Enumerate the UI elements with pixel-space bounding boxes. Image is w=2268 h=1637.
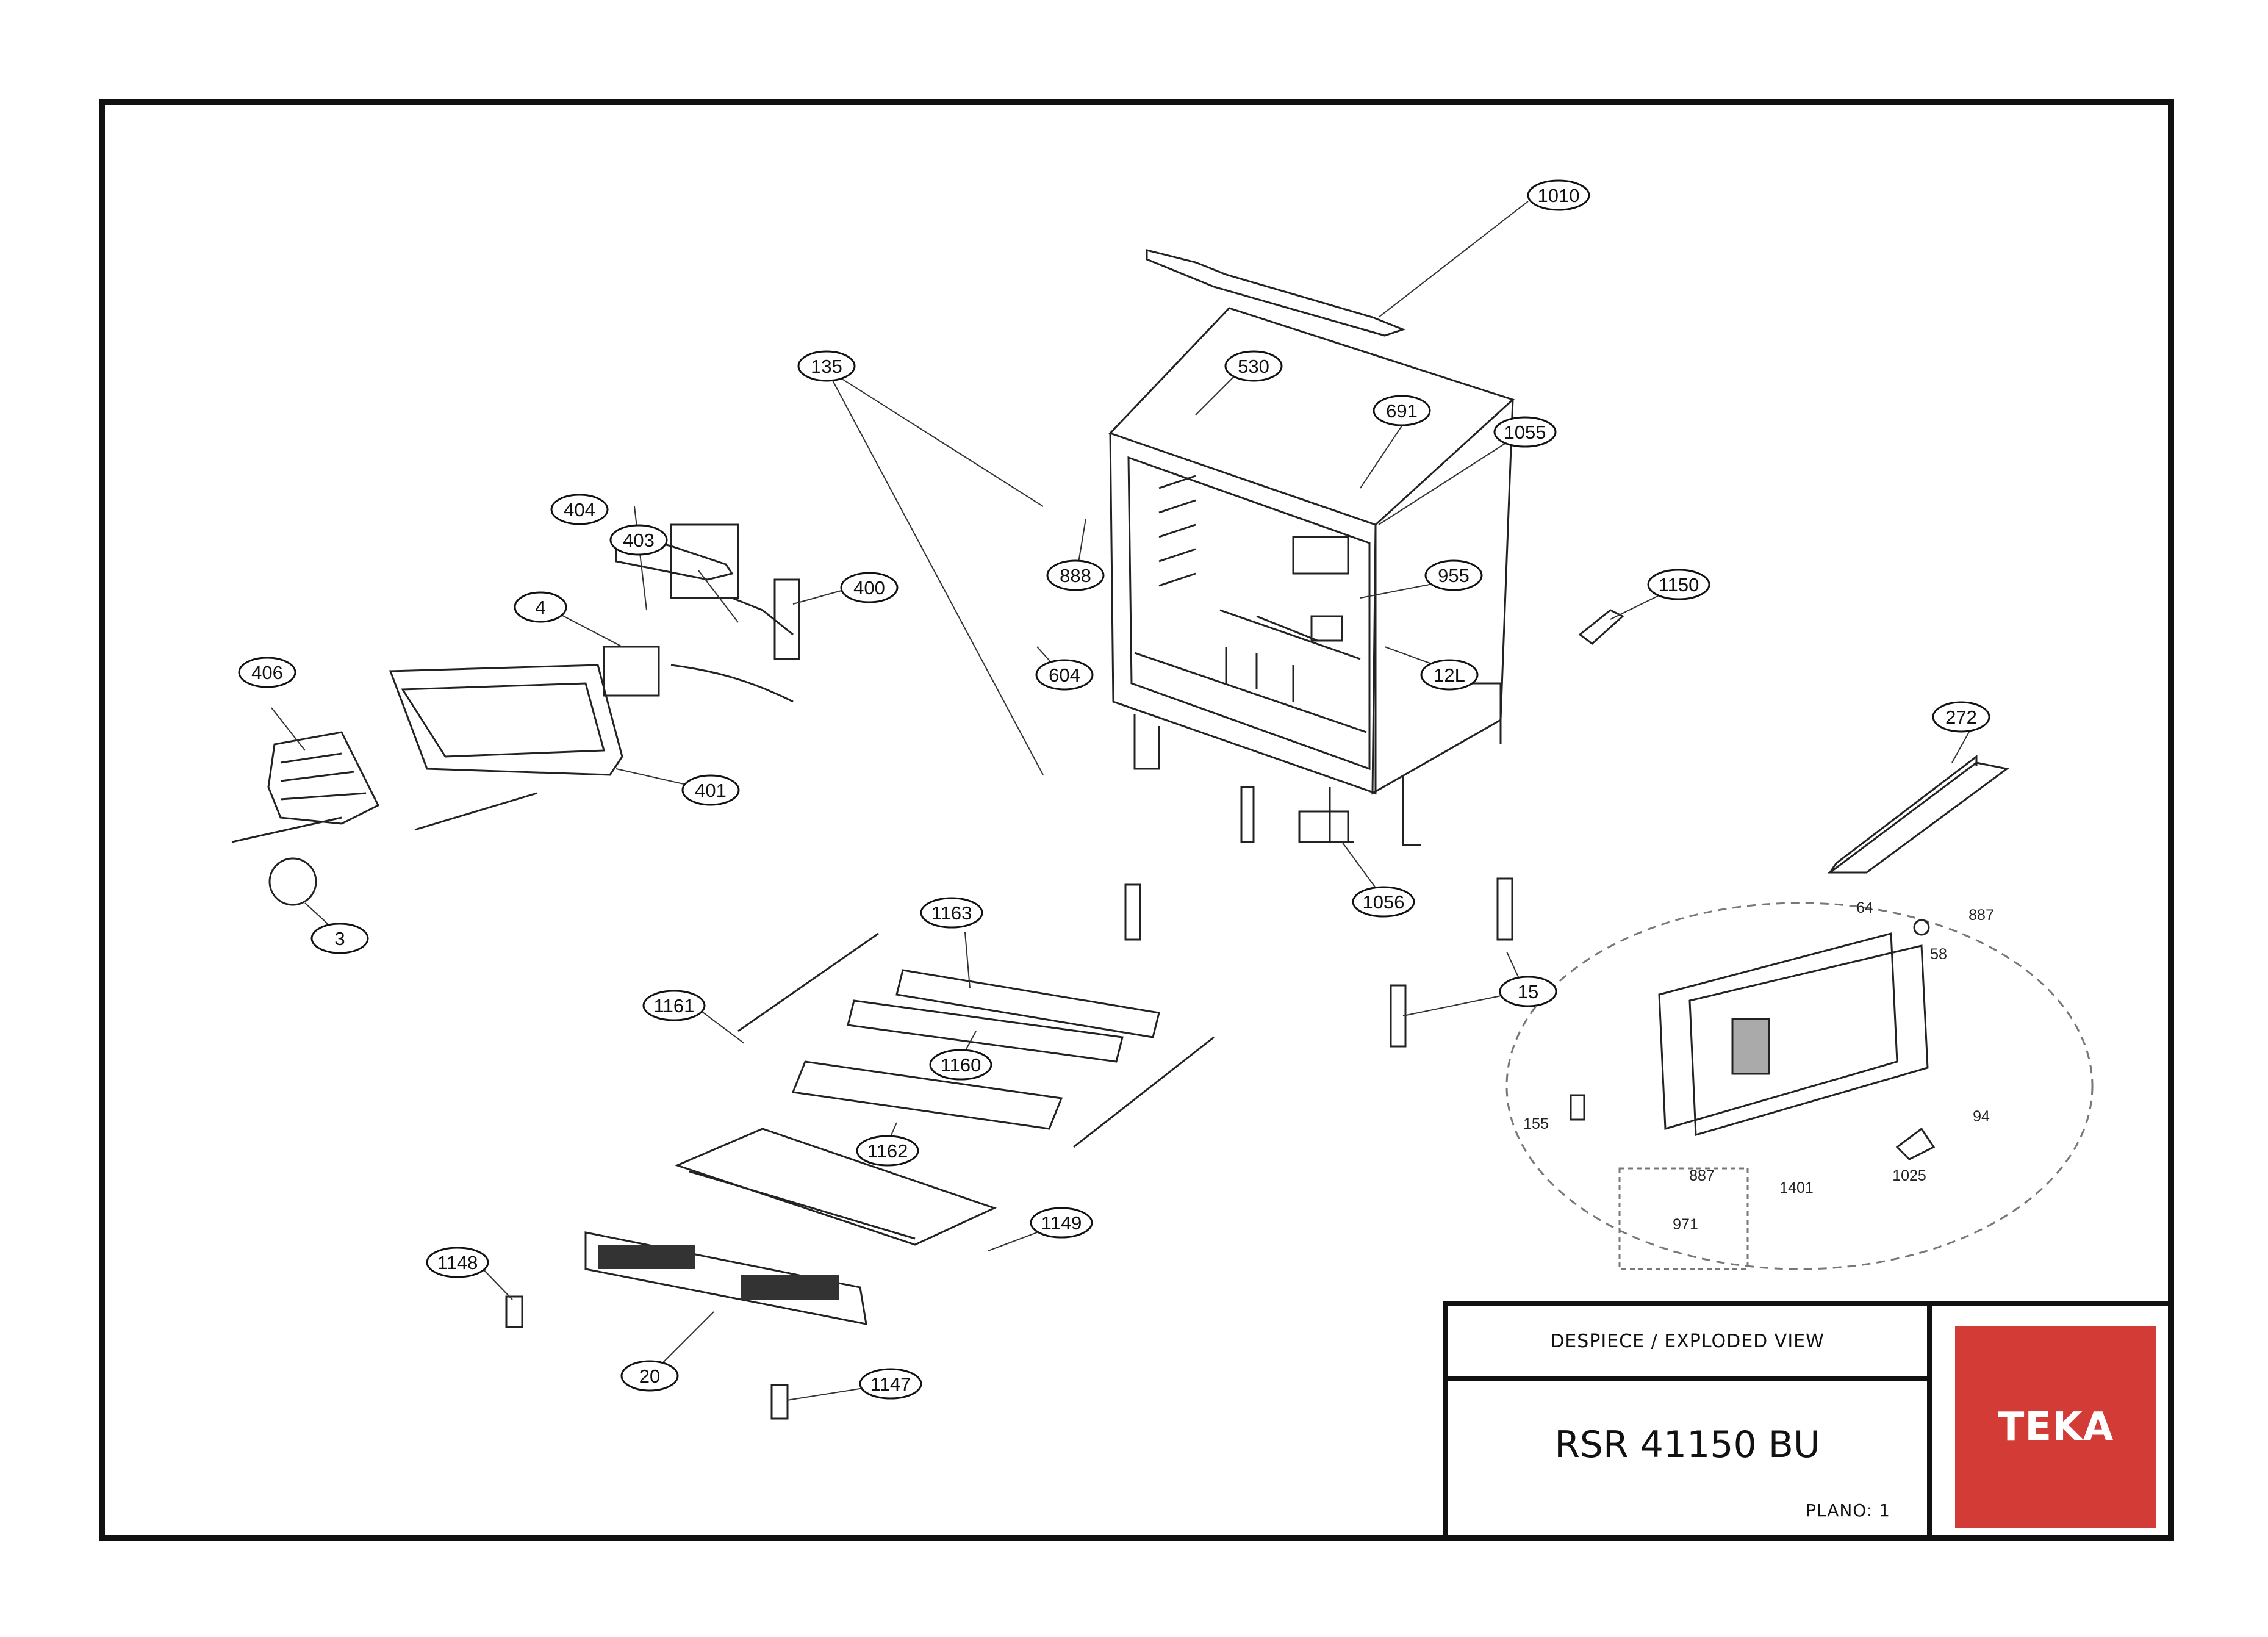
callout-604: 604 [1049, 664, 1080, 686]
model-number: RSR 41150 BU [1554, 1423, 1820, 1466]
callout-135: 135 [811, 356, 842, 377]
detail-labels: 64 887 58 155 94 1025 887 1401 971 [1523, 899, 1994, 1233]
callout-1148: 1148 [437, 1252, 478, 1273]
detail-label-1401: 1401 [1779, 1179, 1814, 1196]
logo-box: TEKA [1927, 1301, 2174, 1541]
callout-4: 4 [535, 597, 545, 618]
detail-label-887-bottom: 887 [1689, 1167, 1715, 1184]
callout-1162: 1162 [867, 1140, 908, 1162]
callout-530: 530 [1238, 356, 1269, 377]
callout-691: 691 [1386, 400, 1418, 422]
leader-lines [271, 201, 1977, 1401]
teka-logo: TEKA [1955, 1326, 2156, 1528]
control-panel [231, 664, 623, 906]
view-label: DESPIECE / EXPLODED VIEW [1443, 1301, 1932, 1381]
detail-label-971: 971 [1673, 1216, 1698, 1233]
callout-1149: 1149 [1041, 1212, 1082, 1234]
sheet-number: PLANO: 1 [1806, 1500, 1890, 1520]
callout-272: 272 [1945, 707, 1977, 728]
callout-1150: 1150 [1659, 574, 1699, 595]
feet-and-screws [1124, 786, 1513, 1048]
callout-1055: 1055 [1504, 422, 1546, 443]
callout-406: 406 [251, 662, 283, 683]
callout-403: 403 [623, 530, 655, 551]
callout-1160: 1160 [941, 1054, 981, 1076]
callout-401: 401 [695, 780, 727, 801]
callout-15: 15 [1518, 981, 1538, 1002]
detail-label-155: 155 [1523, 1115, 1549, 1132]
detail-label-1025: 1025 [1892, 1167, 1926, 1184]
callout-12l: 12L [1434, 664, 1465, 686]
callout-400: 400 [853, 577, 885, 599]
callout-1161: 1161 [654, 995, 695, 1016]
callout-ellipses [238, 179, 1990, 1400]
detail-label-887-top: 887 [1968, 907, 1994, 924]
model-box: RSR 41150 BU PLANO: 1 [1443, 1376, 1932, 1541]
callout-labels: 1010 530 691 1055 135 888 955 1150 404 4… [251, 185, 1977, 1395]
brand-name: TEKA [1997, 1405, 2114, 1450]
detail-label-94: 94 [1973, 1108, 1990, 1125]
drawing-frame [99, 99, 2174, 1541]
hinge-parts [1578, 609, 2009, 874]
callout-955: 955 [1438, 565, 1470, 586]
callout-3: 3 [334, 928, 345, 949]
callout-20: 20 [639, 1365, 660, 1387]
cabinet [1108, 307, 1515, 846]
callout-1147: 1147 [870, 1373, 911, 1395]
callout-1163: 1163 [931, 902, 972, 924]
detail-label-64: 64 [1856, 899, 1873, 916]
callout-404: 404 [564, 499, 595, 520]
callout-888: 888 [1060, 565, 1091, 586]
thermostat-assembly [603, 523, 800, 703]
detail-label-58: 58 [1930, 946, 1947, 963]
title-block: DESPIECE / EXPLODED VIEW RSR 41150 BU PL… [1443, 1301, 2174, 1541]
drawer-assembly [505, 932, 1215, 1420]
callout-1056: 1056 [1363, 891, 1405, 913]
door-detail [1505, 902, 2094, 1270]
top-hinge-bracket [1146, 249, 1406, 337]
callout-1010: 1010 [1538, 185, 1580, 206]
